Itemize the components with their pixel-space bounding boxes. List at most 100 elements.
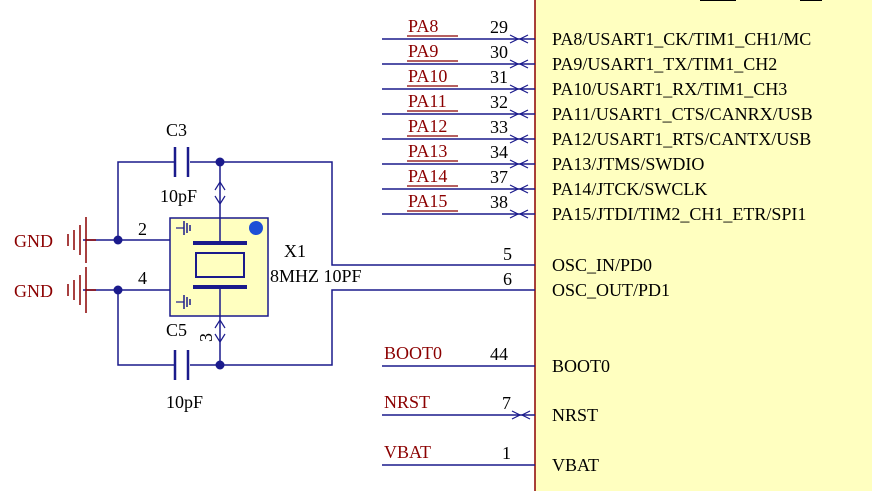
arrow-glyph — [509, 34, 520, 44]
crystal-value: 8MHZ 10PF — [270, 266, 362, 286]
pin-name: PA9/USART1_TX/TIM1_CH2 — [552, 54, 777, 74]
pin1-marker — [249, 221, 263, 235]
pin-name: BOOT0 — [552, 356, 610, 376]
pin-name: OSC_IN/PD0 — [552, 255, 652, 275]
junction-dot — [215, 360, 225, 370]
arrow-glyph — [509, 209, 520, 219]
mcu-body — [534, 0, 872, 491]
arrow-glyph — [518, 84, 529, 94]
arrow-glyph — [214, 180, 226, 206]
net-label: BOOT0 — [384, 343, 442, 363]
oscillator-wiring — [83, 161, 535, 366]
wire — [190, 161, 535, 266]
capacitor-designator: C5 — [166, 320, 187, 340]
pin-number: 6 — [503, 269, 512, 289]
crystal-element — [195, 252, 245, 278]
pin-number: 33 — [490, 117, 508, 137]
crystal-ground-glyph — [176, 295, 191, 309]
pin-number: 5 — [503, 244, 512, 264]
pin-number: 44 — [490, 344, 508, 364]
net-label: VBAT — [384, 442, 431, 462]
pin-name: OSC_OUT/PD1 — [552, 280, 670, 300]
net-label: PA8 — [408, 16, 438, 36]
pin-name: NRST — [552, 405, 598, 425]
pin-number: 7 — [502, 393, 511, 413]
pin-number: 38 — [490, 192, 508, 212]
arrow-glyph — [511, 410, 522, 420]
capacitor-value: 10pF — [166, 392, 203, 412]
wire — [190, 289, 535, 366]
net-label: PA10 — [408, 66, 447, 86]
capacitor-value: 10pF — [160, 186, 197, 206]
arrow-glyph — [518, 159, 529, 169]
pin-name: PA13/JTMS/SWDIO — [552, 154, 704, 174]
pin-number: 30 — [490, 42, 508, 62]
junction-dot — [113, 285, 123, 295]
arrow-glyph — [509, 59, 520, 69]
arrow-glyph — [518, 184, 529, 194]
arrow-glyph — [518, 209, 529, 219]
arrow-glyph — [509, 184, 520, 194]
crystal-pin-number: 3 — [196, 333, 216, 342]
junction-dot-group — [113, 157, 225, 370]
arrow-glyph — [214, 318, 226, 344]
arrow-glyph — [509, 134, 520, 144]
pin-name: PA12/USART1_RTS/CANTX/USB — [552, 129, 811, 149]
pin-name: PA11/USART1_CTS/CANRX/USB — [552, 104, 813, 124]
pin-number: 29 — [490, 17, 508, 37]
junction-dot — [215, 157, 225, 167]
net-label: PA9 — [408, 41, 438, 61]
capacitor-c3: C3 10pF — [160, 120, 197, 206]
pin-name: PA8/USART1_CK/TIM1_CH1/MC — [552, 29, 811, 49]
ground-symbol: GND — [14, 267, 96, 313]
net-label: NRST — [384, 392, 430, 412]
pin-number: 32 — [490, 92, 508, 112]
crystal-ground-glyph — [176, 221, 191, 235]
arrow-glyph — [518, 109, 529, 119]
ground-symbol: GND — [14, 217, 96, 263]
arrow-glyph — [509, 84, 520, 94]
crystal-pin-number: 2 — [138, 219, 147, 239]
net-label: PA15 — [408, 191, 447, 211]
pin-name: PA14/JTCK/SWCLK — [552, 179, 707, 199]
pin-number: 34 — [490, 142, 508, 162]
pin-number: 1 — [502, 443, 511, 463]
capacitor-c5: C5 10pF — [166, 320, 203, 412]
pin-number: 31 — [490, 67, 508, 87]
arrow-glyph — [520, 410, 531, 420]
pin-name: PA10/USART1_RX/TIM1_CH3 — [552, 79, 787, 99]
arrow-glyph — [518, 34, 529, 44]
pin-direction-arrows — [214, 180, 226, 344]
arrow-glyph — [518, 134, 529, 144]
net-label: PA12 — [408, 116, 447, 136]
arrow-glyph — [509, 109, 520, 119]
net-label: PA11 — [408, 91, 447, 111]
arrow-glyph — [509, 159, 520, 169]
wire — [117, 161, 175, 240]
crystal-x1: X1 8MHZ 10PF 2 4 3 — [138, 217, 362, 342]
junction-dot — [113, 235, 123, 245]
ground-label: GND — [14, 231, 53, 251]
capacitor-designator: C3 — [166, 120, 187, 140]
pin-name: VBAT — [552, 455, 599, 475]
net-label: PA13 — [408, 141, 447, 161]
net-label: PA14 — [408, 166, 447, 186]
pin-number: 37 — [490, 167, 508, 187]
